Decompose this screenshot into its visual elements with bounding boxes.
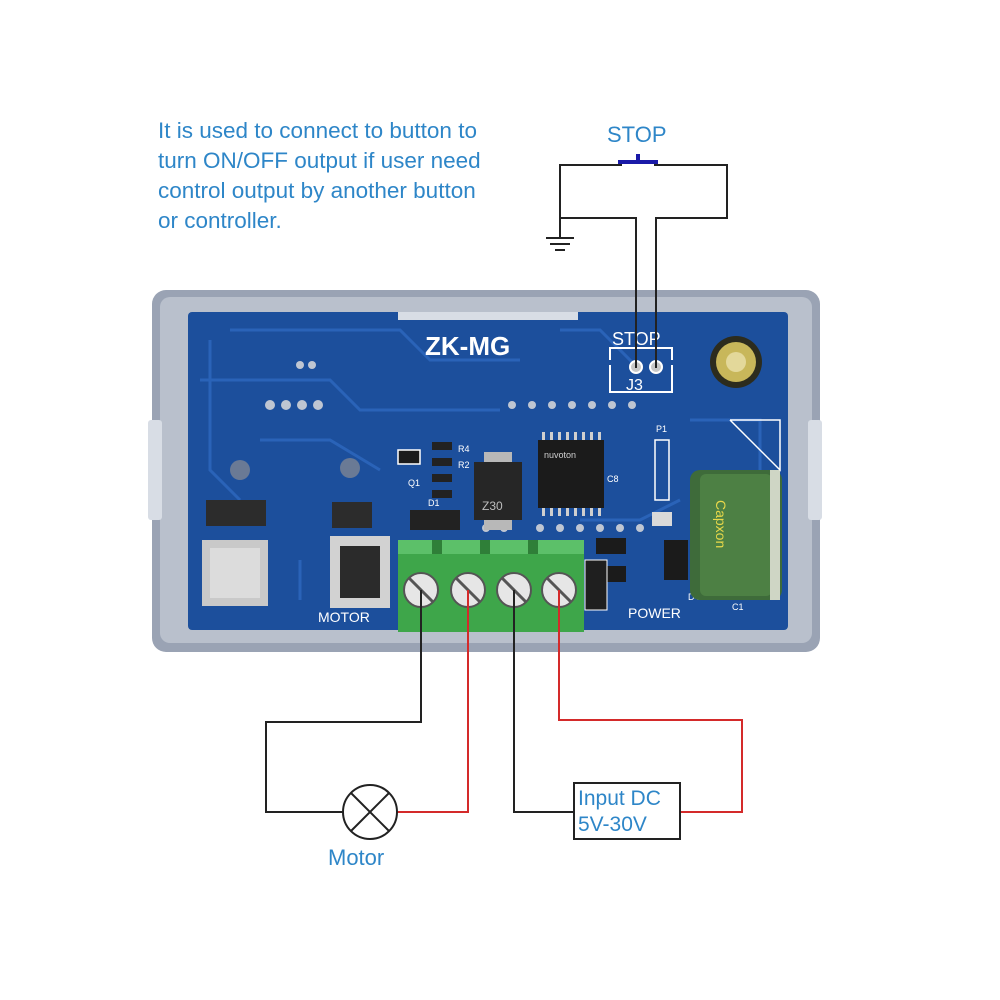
- mosfet-q2: [202, 460, 268, 606]
- pcb-top-slot: [398, 312, 578, 320]
- capacitor-outline: [729, 419, 781, 472]
- microcontroller-chip: nuvoton: [538, 432, 604, 516]
- input-dc-source: Input DC 5V-30V: [573, 782, 681, 840]
- ref-p1: P1: [656, 424, 667, 434]
- ref-r4: R4: [458, 444, 470, 454]
- input-dc-line-2: 5V-30V: [578, 813, 647, 836]
- stop-button-icon: [618, 154, 658, 164]
- motor-label: Motor: [328, 845, 385, 870]
- ref-c8: C8: [607, 474, 619, 484]
- terminal-block: [398, 540, 584, 632]
- input-dc-line-1: Input DC: [578, 787, 661, 810]
- motor-wiring: [265, 590, 469, 813]
- enclosure-clip-left: [148, 420, 162, 520]
- stop-button-label: STOP: [607, 122, 667, 147]
- annotation-line-2: turn ON/OFF output if user need: [158, 148, 481, 173]
- connector-ref-j3: J3: [626, 377, 643, 394]
- board-power-label: POWER: [628, 605, 681, 621]
- motor-lamp-icon: [342, 784, 398, 840]
- ref-q1: Q1: [408, 478, 420, 488]
- ref-d1: D1: [428, 498, 440, 508]
- diode-z30: Z30: [474, 452, 522, 530]
- capacitor-small: [710, 336, 762, 388]
- annotation-line-3: control output by another button: [158, 178, 476, 203]
- pcb-board: ZK-MG STOP J3: [188, 312, 788, 630]
- board-motor-label: MOTOR: [318, 609, 370, 625]
- annotation-note: It is used to connect to button to turn …: [158, 116, 558, 236]
- svg-text:Capxon: Capxon: [713, 500, 729, 548]
- capacitor-large: Capxon: [690, 470, 782, 600]
- ref-c1: C1: [732, 602, 744, 612]
- board-title: ZK-MG: [425, 331, 510, 361]
- chip-brand: nuvoton: [544, 450, 576, 460]
- smd-components: [397, 439, 688, 611]
- diode-marking: Z30: [482, 499, 503, 513]
- mosfet-q3: [330, 458, 390, 608]
- annotation-line-1: It is used to connect to button to: [158, 118, 477, 143]
- enclosure-clip-right: [808, 420, 822, 520]
- power-wiring: [513, 590, 743, 813]
- annotation-line-4: or controller.: [158, 208, 282, 233]
- pcb-traces: [200, 328, 762, 600]
- stop-wiring: [546, 164, 728, 368]
- ref-r2: R2: [458, 460, 470, 470]
